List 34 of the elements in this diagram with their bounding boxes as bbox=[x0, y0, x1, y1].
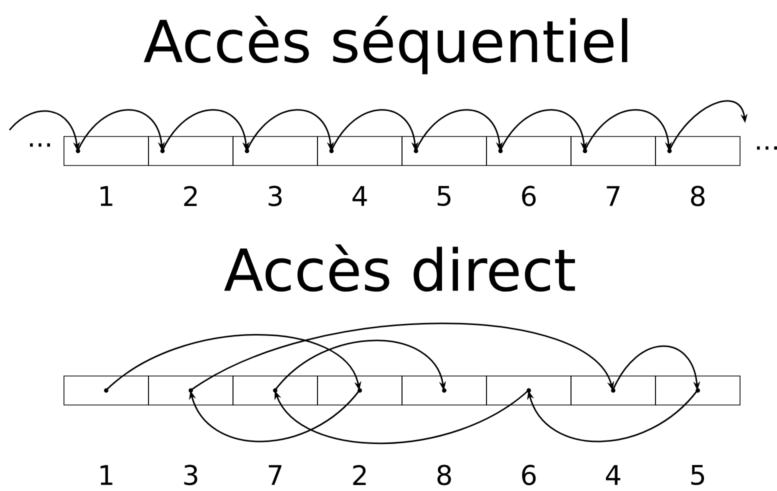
arrow bbox=[414, 109, 504, 152]
arrow bbox=[274, 340, 446, 391]
title: Accès direct bbox=[224, 244, 575, 292]
arrow bbox=[190, 322, 614, 392]
cell-number: 4 bbox=[352, 186, 367, 206]
arrow bbox=[189, 390, 360, 442]
cell-number: 6 bbox=[522, 186, 536, 206]
title: Accès séquentiel bbox=[144, 16, 628, 74]
cell-number: 1 bbox=[100, 186, 112, 206]
cell-number: 5 bbox=[438, 186, 450, 206]
cell-number: 3 bbox=[268, 186, 282, 206]
arrow bbox=[274, 390, 529, 444]
cell-number: 7 bbox=[606, 186, 620, 206]
arrow bbox=[76, 109, 166, 152]
arrow bbox=[330, 109, 418, 152]
cell-number: 8 bbox=[437, 464, 451, 486]
arrow bbox=[105, 334, 362, 392]
arrow bbox=[162, 109, 250, 152]
cell-number: 7 bbox=[268, 465, 282, 485]
arrow bbox=[584, 109, 672, 152]
arrow bbox=[668, 100, 748, 152]
cell-number: 2 bbox=[353, 464, 366, 486]
cell-number: 2 bbox=[184, 186, 197, 206]
ellipsis: ... bbox=[30, 143, 50, 147]
cell-number: 4 bbox=[606, 465, 620, 485]
cell-number: 3 bbox=[184, 464, 198, 486]
arrow bbox=[246, 109, 334, 152]
arrow bbox=[612, 346, 700, 391]
cell-number: 1 bbox=[100, 465, 112, 485]
cell-number: 6 bbox=[522, 464, 536, 486]
cell-number: 5 bbox=[691, 464, 704, 486]
arrow bbox=[500, 109, 588, 152]
cell-number: 8 bbox=[691, 186, 705, 206]
arrow bbox=[527, 390, 698, 442]
